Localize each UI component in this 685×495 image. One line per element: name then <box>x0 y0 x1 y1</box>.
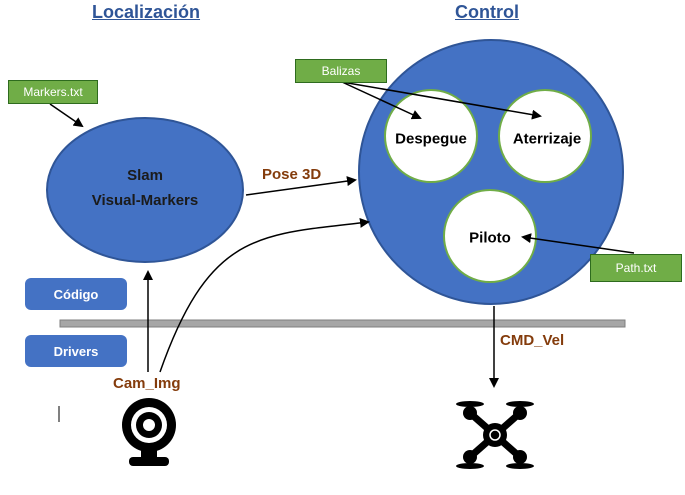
markers-note: Markers.txt <box>8 80 98 104</box>
balizas-to-aterrizaje-arrow <box>341 81 542 120</box>
markers-to-slam-arrow <box>49 103 84 128</box>
slam-label: Slam Visual-Markers <box>92 163 198 213</box>
path-to-piloto-arrow <box>521 233 635 254</box>
slam-label-line1: Slam <box>127 167 163 184</box>
codigo-tag: Código <box>25 278 127 310</box>
camera-to-control-arrow <box>159 217 370 373</box>
control-heading: Control <box>455 2 519 22</box>
quadcopter-drone-icon <box>456 401 534 469</box>
pose-label: Pose 3D <box>262 166 322 183</box>
cam-img-label: Cam_Img <box>113 375 181 392</box>
piloto-node <box>443 189 537 283</box>
balizas-note: Balizas <box>295 59 387 83</box>
despegue-label: Despegue <box>395 130 467 148</box>
drivers-tag: Drivers <box>25 335 127 367</box>
layer-divider <box>59 319 626 328</box>
slam-node <box>46 117 244 263</box>
webcam-icon <box>122 398 176 466</box>
localization-heading: Localización <box>92 2 201 22</box>
piloto-label: Piloto <box>469 229 511 247</box>
cmd-vel-label: CMD_Vel <box>500 332 565 349</box>
path-note: Path.txt <box>590 254 682 282</box>
slam-label-line2: Visual-Markers <box>91 192 199 209</box>
pose-arrow <box>245 176 357 196</box>
aterrizaje-label: Aterrizaje <box>512 130 582 148</box>
balizas-to-despegue-arrow <box>341 81 422 120</box>
